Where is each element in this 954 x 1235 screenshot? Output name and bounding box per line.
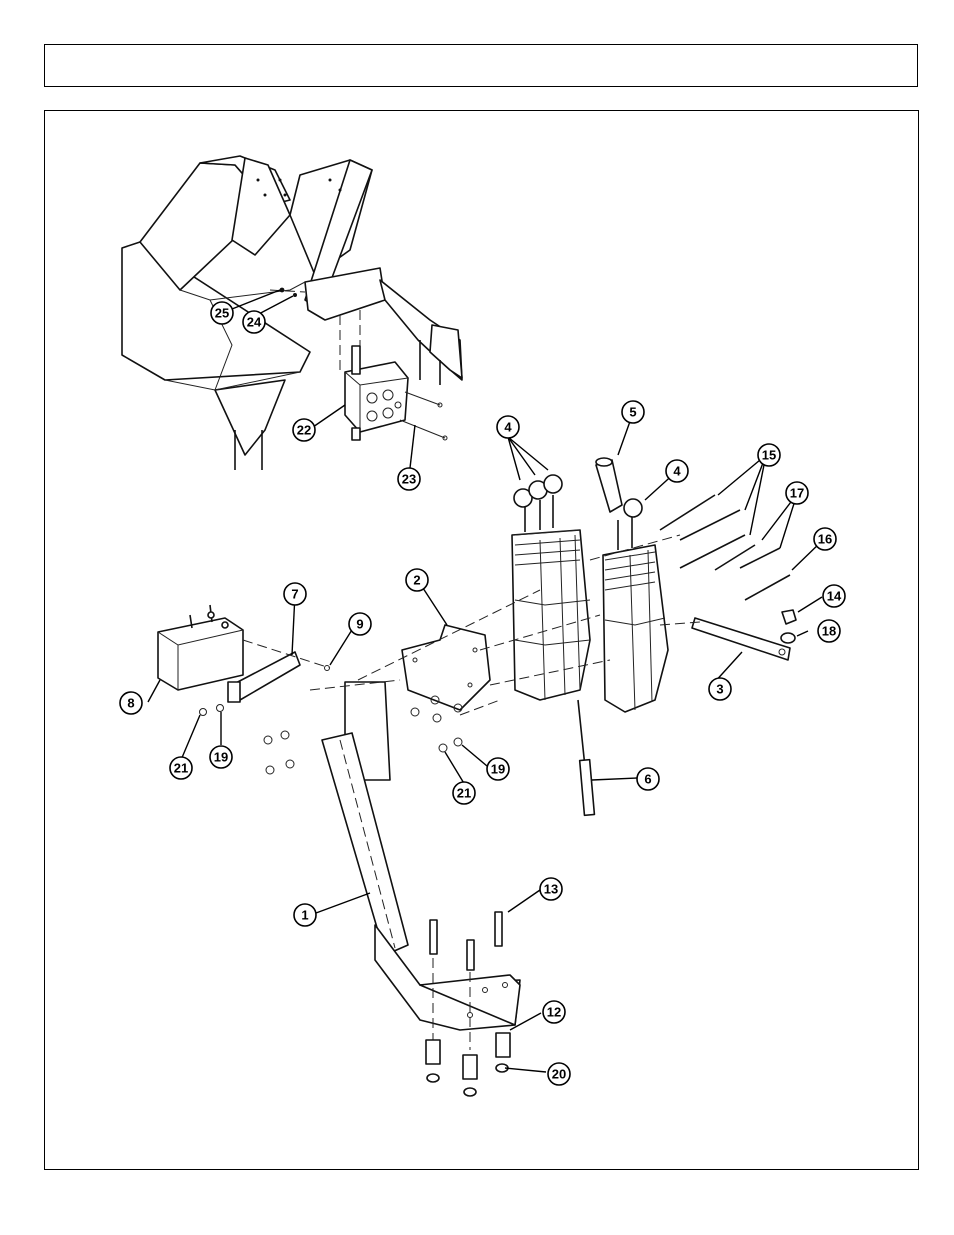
svg-text:17: 17 <box>790 486 804 501</box>
svg-text:2: 2 <box>413 573 420 588</box>
callout-7: 7 <box>284 583 306 605</box>
callout-6: 6 <box>637 768 659 790</box>
svg-text:19: 19 <box>214 750 228 765</box>
svg-text:15: 15 <box>762 448 776 463</box>
svg-text:13: 13 <box>544 882 558 897</box>
svg-text:24: 24 <box>247 315 262 330</box>
svg-text:14: 14 <box>827 589 842 604</box>
svg-text:22: 22 <box>297 423 311 438</box>
mount-plate <box>402 625 490 710</box>
callout-25: 25 <box>211 302 233 324</box>
pedestal-post <box>322 682 520 1030</box>
callout-19-right: 19 <box>487 758 509 780</box>
callout-19-left: 19 <box>210 746 232 768</box>
callout-17: 17 <box>786 482 808 504</box>
callout-2: 2 <box>406 569 428 591</box>
spacers-nuts <box>426 1033 510 1096</box>
svg-text:6: 6 <box>644 772 651 787</box>
svg-text:7: 7 <box>291 587 298 602</box>
svg-text:21: 21 <box>457 786 471 801</box>
joystick-bank-right <box>596 458 668 712</box>
svg-text:23: 23 <box>402 472 416 487</box>
svg-text:4: 4 <box>673 464 681 479</box>
callout-22: 22 <box>293 419 315 441</box>
svg-text:1: 1 <box>301 908 308 923</box>
switch-box <box>158 605 243 690</box>
callout-1: 1 <box>294 904 316 926</box>
svg-text:25: 25 <box>215 306 229 321</box>
svg-text:4: 4 <box>504 420 512 435</box>
callout-21-left: 21 <box>170 757 192 779</box>
callout-9: 9 <box>349 613 371 635</box>
callout-13: 13 <box>540 878 562 900</box>
callout-5: 5 <box>622 401 644 423</box>
frame-assembly <box>122 156 462 470</box>
callout-4-left: 4 <box>497 416 519 438</box>
control-rod <box>578 700 594 815</box>
control-valve <box>345 346 447 440</box>
svg-text:20: 20 <box>552 1067 566 1082</box>
callout-24: 24 <box>243 311 265 333</box>
svg-text:18: 18 <box>822 624 836 639</box>
callout-8: 8 <box>120 692 142 714</box>
callout-21-right: 21 <box>453 782 475 804</box>
nut-washer <box>781 610 796 643</box>
callout-18: 18 <box>818 620 840 642</box>
callout-23: 23 <box>398 468 420 490</box>
callout-3: 3 <box>709 678 731 700</box>
svg-text:16: 16 <box>818 532 832 547</box>
svg-text:21: 21 <box>174 761 188 776</box>
svg-text:5: 5 <box>629 405 636 420</box>
svg-text:9: 9 <box>356 617 363 632</box>
mounting-bolts <box>660 495 790 600</box>
callout-20: 20 <box>548 1063 570 1085</box>
svg-text:3: 3 <box>716 682 723 697</box>
callout-16: 16 <box>814 528 836 550</box>
callout-12: 12 <box>543 1001 565 1023</box>
svg-text:8: 8 <box>127 696 134 711</box>
callout-4-right: 4 <box>666 460 688 482</box>
callout-14: 14 <box>823 585 845 607</box>
svg-text:19: 19 <box>491 762 505 777</box>
callout-15: 15 <box>758 444 780 466</box>
svg-text:12: 12 <box>547 1005 561 1020</box>
